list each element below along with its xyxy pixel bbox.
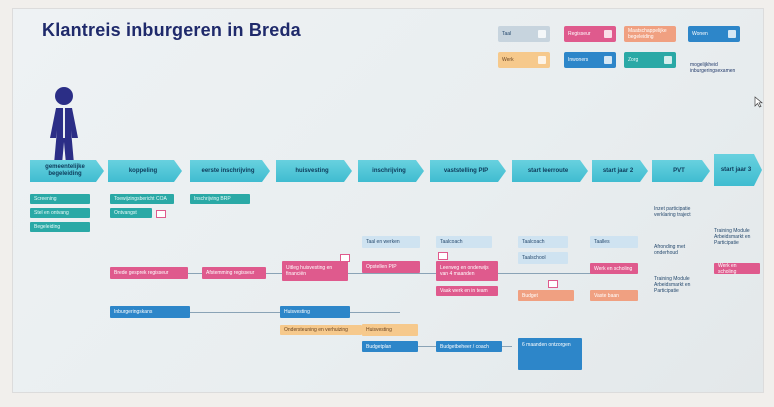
side-note-training-2: Training Module Arbeidsmarkt en Particip…: [714, 228, 751, 246]
box-vaak-werk: Vaak werk en in team: [436, 286, 498, 296]
legend-note: mogelijkheid inburgeringsexamen: [690, 62, 736, 74]
phase-eerste-inschrijving: eerste inschrijving: [190, 160, 270, 182]
box-budgetplan: Budgetplan: [362, 341, 418, 352]
phase-gemeentelijke-begeleiding: gemeentelijke begeleiding: [30, 160, 104, 182]
side-note-participatie: Inzet participatie verklaring traject: [654, 206, 691, 218]
phase-pvt: PVT: [652, 160, 710, 182]
phase-huisvesting: huisvesting: [276, 160, 352, 182]
briefcase-icon: [538, 56, 546, 64]
legend-item-wonen: Wonen: [688, 26, 740, 42]
box-huisvesting-orange: Huisvesting: [362, 324, 418, 336]
phone-icon: [604, 56, 612, 64]
box-stel-en-ontvang: Stel en ontvang: [30, 208, 90, 218]
box-leerweg: Leerweg en onderwijs van 4 maanden: [436, 261, 498, 281]
phase-start-jaar-2: start jaar 2: [592, 160, 648, 182]
box-6-maanden: 6 maanden ontzorgen: [518, 338, 582, 370]
box-taalles: Taalles: [590, 236, 638, 248]
chat-icon: [340, 254, 350, 262]
side-note-training-1: Training Module Arbeidsmarkt en Particip…: [654, 276, 691, 294]
document-icon: [664, 56, 672, 64]
box-inburgeringskans: Inburgeringskans: [110, 306, 190, 318]
box-screening: Screening: [30, 194, 90, 204]
person-icon: [50, 87, 78, 164]
page-title: Klantreis inburgeren in Breda: [42, 20, 301, 40]
box-werk-en-scholing-2: Werk en scholing: [714, 263, 760, 275]
phase-start-jaar-3: start jaar 3: [714, 154, 762, 186]
box-inschrijving-brp: Inschrijving BRP: [190, 194, 250, 204]
box-opstellen-pip: Opstellen PIP: [362, 261, 420, 273]
cursor-icon: [754, 96, 763, 108]
legend-item-zorg: Zorg: [624, 52, 676, 68]
box-uitleg-huisvesting: Uitleg huisvesting en financiën: [282, 261, 348, 281]
box-budgetbeheer: Budgetbeheer / coach: [436, 341, 502, 352]
box-huisvesting-blue: Huisvesting: [280, 306, 350, 318]
legend-item-regisseur: Regisseur: [564, 26, 616, 42]
legend-item-werk: Werk: [498, 52, 550, 68]
box-ontvangst: Ontvangst: [110, 208, 152, 218]
box-begeleiding: Begeleiding: [30, 222, 90, 232]
box-taal-en-werken: Taal en werken: [362, 236, 420, 248]
phase-koppeling: koppeling: [108, 160, 182, 182]
phase-vaststelling-pip: vaststelling PIP: [430, 160, 506, 182]
box-afstemming-regisseur: Afstemming regisseur: [202, 267, 266, 279]
connector-line: [110, 312, 400, 313]
connector-line: [174, 273, 594, 274]
phase-inschrijving: inschrijving: [358, 160, 424, 182]
box-werk-en-scholing-1: Werk en scholing: [590, 263, 638, 274]
box-vaste-baan: Vaste baan: [590, 290, 638, 301]
phase-start-leerroute: start leerroute: [512, 160, 588, 182]
presentation-screen: Klantreis inburgeren in Breda Taal Regis…: [12, 8, 764, 393]
people-icon: [604, 30, 612, 38]
legend-item-maatschappelijk: Maatschappelijke begeleiding: [624, 26, 676, 42]
legend-item-inwoners: Inwoners: [564, 52, 616, 68]
box-budget: Budget: [518, 290, 574, 301]
chat-icon: [548, 280, 558, 288]
chat-icon: [438, 252, 448, 260]
legend-item-taal: Taal: [498, 26, 550, 42]
side-note-afronding: Afronding met onderhoud: [654, 244, 686, 256]
box-taalcoach-1: Taalcoach: [436, 236, 492, 248]
language-icon: [538, 30, 546, 38]
box-toewijzing-coa: Toewijzingsbericht COA: [110, 194, 174, 204]
chat-icon: [156, 210, 166, 218]
box-ondersteuning: Ondersteuning en verhuizing: [280, 325, 362, 335]
house-icon: [728, 30, 736, 38]
box-taalschool: Taalschool: [518, 252, 568, 264]
box-taalcoach-2: Taalcoach: [518, 236, 568, 248]
box-brede-gesprek: Brede gesprek regisseur: [110, 267, 188, 279]
